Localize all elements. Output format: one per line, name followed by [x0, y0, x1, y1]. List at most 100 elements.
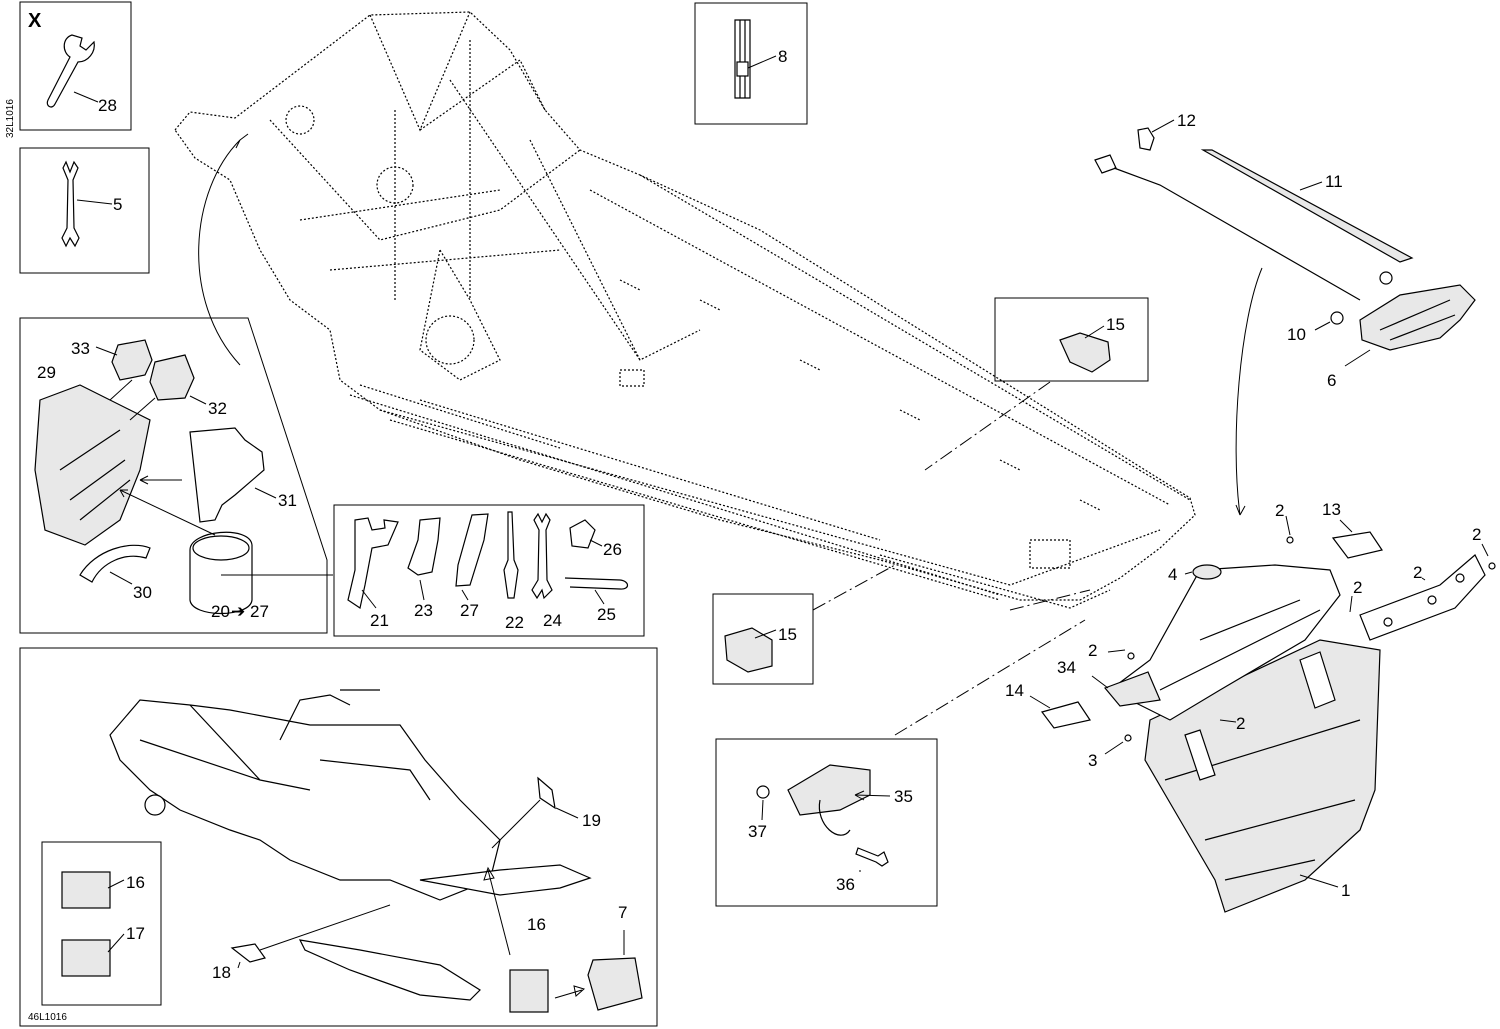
strap-30	[79, 544, 151, 583]
foam-insert-31	[189, 427, 265, 523]
callout-34: 34	[1057, 658, 1076, 677]
callout-2-ext: 2	[1413, 563, 1422, 582]
fuel-can-20	[189, 531, 253, 615]
callout-28: 28	[98, 96, 117, 115]
storage-tray-7	[587, 957, 643, 1011]
callout-7: 7	[618, 903, 627, 922]
harness-connector	[1094, 154, 1117, 174]
grommet-12	[1137, 127, 1155, 151]
label-14	[1040, 701, 1091, 729]
light-strip-11	[1200, 149, 1414, 263]
callout-16-bottom: 16	[527, 915, 546, 934]
bracket-15-upper	[1059, 332, 1111, 373]
snowmobile-body	[109, 699, 501, 901]
tail-light-assembly: 11 12 10 6	[1094, 111, 1476, 390]
callout-25: 25	[597, 605, 616, 624]
snow-flap-1	[1144, 639, 1381, 913]
drawing-code-bottom: 46L1016	[28, 1012, 67, 1023]
callout-35: 35	[894, 787, 913, 806]
callout-2-left: 2	[1088, 641, 1097, 660]
box-part-8: 8	[694, 2, 808, 125]
open-wrench-24	[531, 512, 553, 600]
callout-2-top: 2	[1275, 501, 1284, 520]
callout-2-far: 2	[1472, 525, 1481, 544]
grommet-4	[1192, 564, 1222, 580]
callout-12: 12	[1177, 111, 1196, 130]
decal-16	[61, 871, 111, 909]
leader-chassis-to-flap	[1009, 589, 1091, 611]
washer-3	[1124, 734, 1132, 742]
hitch-key-icon	[734, 19, 751, 99]
bumper	[419, 864, 592, 896]
flap-bracket	[1108, 564, 1341, 721]
open-end-wrench-icon	[61, 160, 80, 248]
callout-11: 11	[1325, 172, 1343, 191]
rear-light	[144, 794, 166, 816]
nut-37	[756, 785, 770, 799]
callout-1: 1	[1341, 881, 1350, 900]
callout-5: 5	[113, 195, 122, 214]
callout-13: 13	[1322, 500, 1341, 519]
drawing-code-top: 32L1016	[5, 99, 16, 138]
callout-17: 17	[126, 924, 145, 943]
box-wrench-5: 5	[19, 147, 150, 274]
callout-2-mid: 2	[1236, 714, 1245, 733]
socket-27	[455, 513, 489, 587]
grommet-10	[1330, 311, 1344, 325]
bracket-15-lower	[724, 627, 773, 673]
callout-4: 4	[1168, 565, 1177, 584]
callout-27-range-end: 27	[250, 602, 269, 621]
box-bag-assembly: 33 32 29 31 20 ➔ 27 30	[19, 317, 328, 634]
arrow-glyph: ➔	[231, 602, 245, 621]
callout-18: 18	[212, 963, 231, 982]
callout-16-inset: 16	[126, 873, 145, 892]
tail-light-6	[1359, 284, 1476, 351]
reflector-19	[537, 776, 556, 810]
callout-32: 32	[208, 399, 227, 418]
bolt-36	[855, 847, 889, 867]
reflector-34	[1103, 671, 1161, 707]
callout-15-lower: 15	[778, 625, 797, 644]
callout-23: 23	[414, 601, 433, 620]
tools-box-marker: X	[28, 10, 42, 32]
callout-33: 33	[71, 339, 90, 358]
callout-21: 21	[370, 611, 389, 630]
snow-flap-assembly: 1 34 4 13 14 2 2 2 2 2	[1005, 500, 1496, 913]
foam-block-33	[111, 339, 153, 381]
box-snowmobile-body: 16 17 18 19 16 7 46L1016	[19, 647, 658, 1027]
box-tool-kit: 21 23 27 22 24 26 25	[333, 504, 645, 637]
callout-36: 36	[836, 875, 855, 894]
leader-15-upper	[924, 381, 1051, 471]
callout-29: 29	[37, 363, 56, 382]
callout-8: 8	[778, 47, 787, 66]
reflector-18	[230, 943, 266, 963]
leader-taillight-to-flap	[1235, 267, 1263, 516]
grommet-10b	[1379, 271, 1393, 285]
box-hitch-assembly: 35 37 36	[715, 738, 938, 907]
decal-16-bottom	[509, 969, 549, 1013]
callout-20: 20	[211, 602, 230, 621]
box-bracket-15-upper: 15	[994, 297, 1149, 382]
callout-24: 24	[543, 611, 562, 630]
foam-block-32	[149, 354, 195, 401]
leader-15-lower	[812, 564, 896, 611]
callout-27: 27	[460, 601, 479, 620]
callout-22: 22	[505, 613, 524, 632]
ski-front	[298, 939, 481, 1001]
leader-hitch	[894, 619, 1086, 736]
callout-10: 10	[1287, 325, 1306, 344]
callout-2-right: 2	[1353, 578, 1362, 597]
leader-box29-to-chassis	[198, 139, 241, 366]
box-bracket-15-lower: 15	[712, 593, 814, 685]
callout-19: 19	[582, 811, 601, 830]
side-extension	[1359, 554, 1486, 641]
socket-23	[407, 517, 441, 576]
screwdriver-22	[503, 511, 519, 599]
callout-30: 30	[133, 583, 152, 602]
label-13	[1331, 531, 1383, 559]
decal-17	[61, 939, 111, 977]
wire-25	[564, 577, 629, 590]
spanner-wrench-icon	[46, 34, 95, 108]
callout-37: 37	[748, 822, 767, 841]
